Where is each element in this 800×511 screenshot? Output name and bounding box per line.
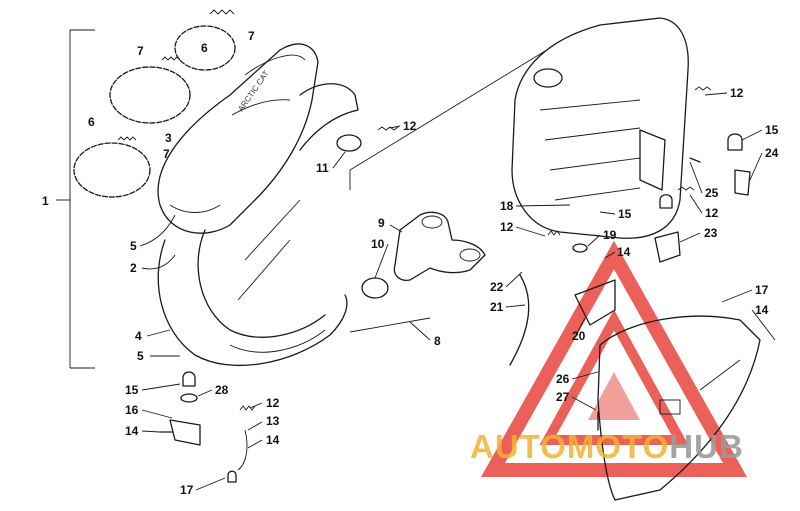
callout-13: 13 [266, 414, 280, 428]
heat-shield [597, 315, 761, 501]
callout-16: 16 [125, 403, 139, 417]
clamp-ring-lower [73, 136, 151, 198]
callout-10: 10 [371, 237, 385, 251]
callout-6-upper: 6 [201, 41, 208, 55]
callout-12-right: 12 [705, 206, 719, 220]
callout-19: 19 [603, 228, 617, 242]
callout-12-upper: 12 [403, 119, 417, 133]
leader-lines [139, 92, 776, 491]
callout-12-mid: 12 [500, 220, 514, 234]
callout-25: 25 [705, 186, 719, 200]
callout-17-left: 17 [180, 483, 194, 497]
callout-15-mid: 15 [618, 207, 632, 221]
watermark-text: AUTOMOTOHUB [470, 428, 744, 465]
callout-12-bottom: 12 [266, 396, 280, 410]
watermark-logo [481, 240, 747, 477]
callout-28: 28 [215, 383, 229, 397]
callout-24: 24 [765, 146, 779, 160]
callout-7-middle: 7 [137, 44, 144, 58]
callout-1: 1 [42, 194, 49, 208]
callout-22: 22 [490, 280, 504, 294]
callout-14-bottom: 14 [266, 433, 280, 447]
callout-5-lower: 5 [137, 349, 144, 363]
callout-11: 11 [316, 161, 329, 175]
callout-7-lower: 7 [163, 147, 170, 161]
svg-text:ARCTIC CAT: ARCTIC CAT [236, 69, 271, 113]
callout-5-upper: 5 [130, 239, 137, 253]
callout-9: 9 [378, 216, 385, 230]
callout-15-left: 15 [125, 383, 139, 397]
svg-text:AUTOMOTOHUB: AUTOMOTOHUB [470, 428, 744, 465]
spring-upper [377, 126, 399, 131]
assembly-bracket [56, 29, 95, 369]
exhaust-pipe [157, 83, 359, 366]
clamp-ring-middle [109, 56, 191, 124]
exhaust-manifold [393, 211, 486, 281]
mount-hardware-left [159, 371, 248, 483]
ground-strap [509, 230, 616, 366]
callout-2: 2 [130, 261, 137, 275]
silencer-box [511, 17, 689, 239]
callout-6-lower: 6 [88, 115, 95, 129]
callout-3: 3 [165, 131, 172, 145]
callout-14-left: 14 [125, 424, 139, 438]
callout-23: 23 [704, 226, 718, 240]
callout-14-mid: 14 [617, 245, 631, 259]
gasket-ring [361, 277, 389, 299]
callout-15-right: 15 [765, 123, 779, 137]
mount-hardware-right [654, 86, 751, 263]
callout-17-right: 17 [755, 283, 769, 297]
seal-ring [336, 134, 362, 152]
callout-4: 4 [135, 329, 142, 343]
callout-27: 27 [556, 390, 570, 404]
spring-lower [239, 405, 256, 411]
callout-12-right-top: 12 [730, 86, 744, 100]
callout-26: 26 [556, 372, 570, 386]
muffler: ARCTIC CAT [157, 43, 319, 234]
callout-18: 18 [500, 199, 514, 213]
callout-7-upper: 7 [248, 29, 255, 43]
callout-21: 21 [490, 300, 504, 314]
callout-20: 20 [572, 329, 586, 343]
callout-14-right: 14 [755, 303, 769, 317]
callout-labels: 1 6 7 7 6 7 3 5 2 4 5 15 28 16 14 17 12 … [42, 29, 779, 497]
watermark-part-1: AUTOMOTO [470, 428, 669, 465]
watermark-part-2: HUB [669, 428, 744, 465]
callout-8: 8 [434, 334, 441, 348]
clamp-ring-upper [174, 9, 236, 71]
